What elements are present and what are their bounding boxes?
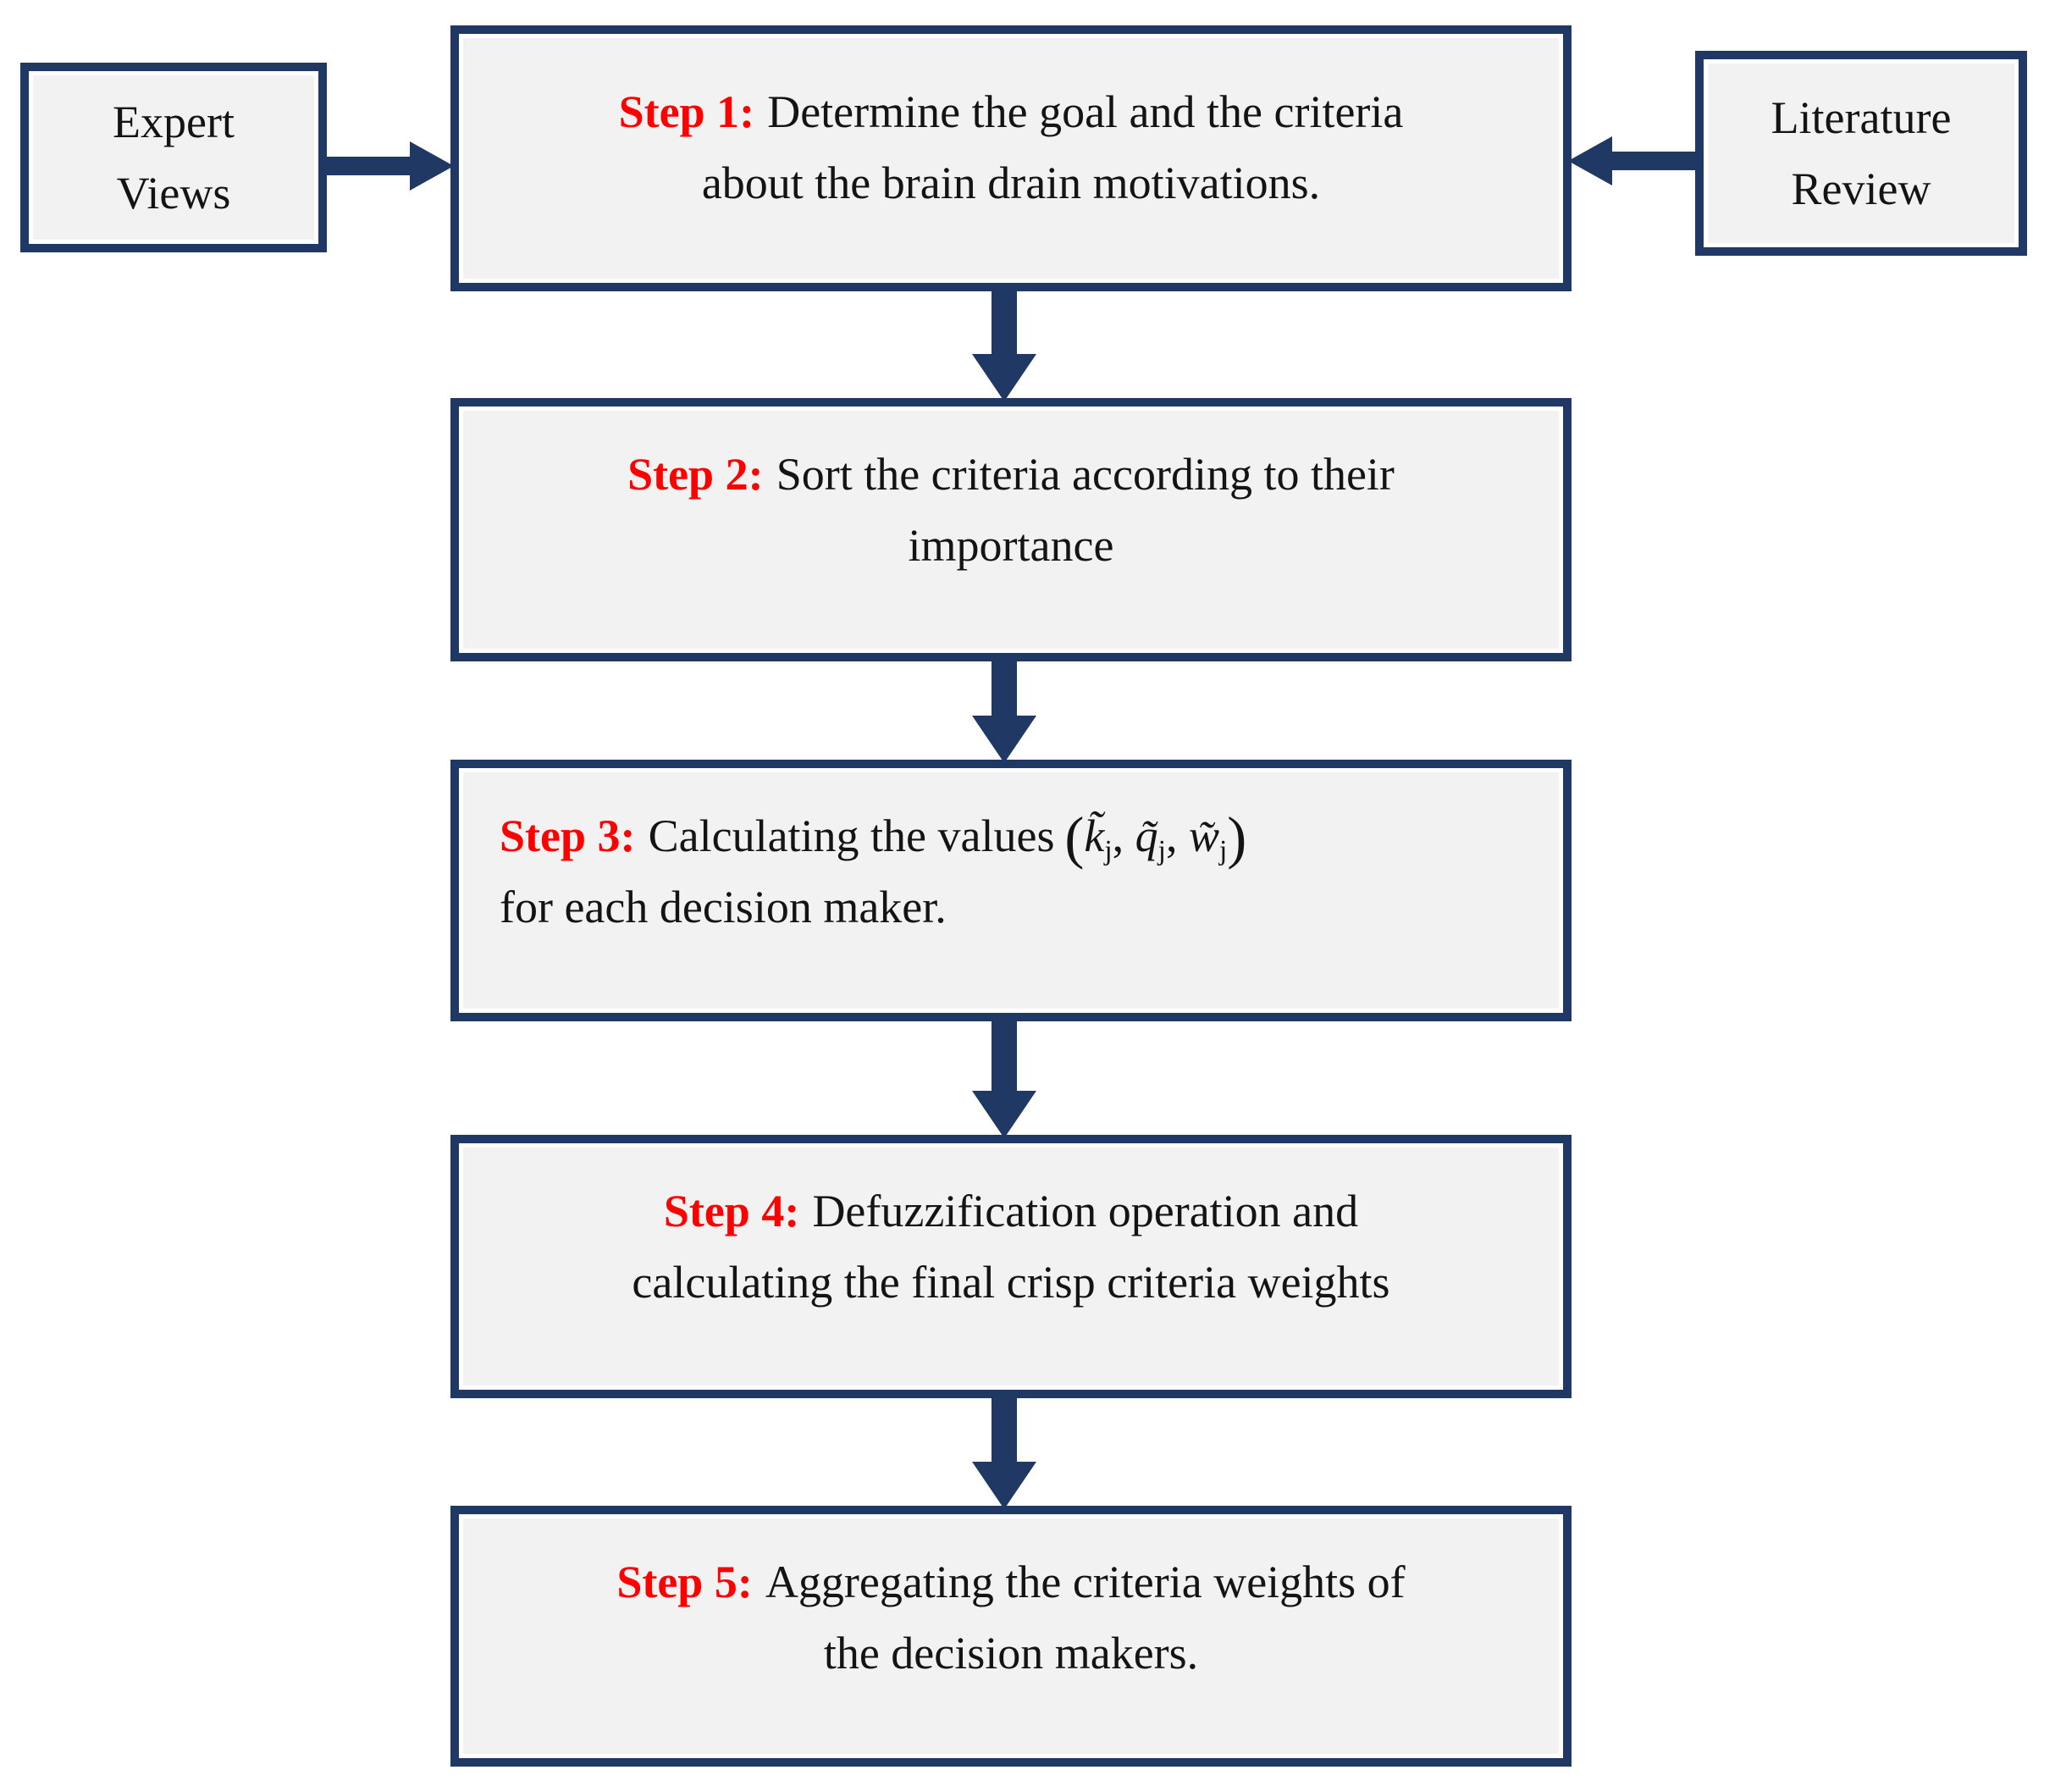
expert-views-line1: Expert: [113, 96, 235, 147]
step4-line1: Defuzzification operation and: [812, 1186, 1359, 1236]
step4-box: Step 4:Defuzzification operation and cal…: [450, 1135, 1572, 1398]
step2-label: Step 2:: [627, 449, 764, 500]
step5-label: Step 5:: [616, 1557, 753, 1607]
expert-views-box: Expert Views: [20, 63, 327, 252]
step2-line1: Sort the criteria according to their: [776, 449, 1395, 500]
arrow-step1-to-step2: [972, 291, 1036, 401]
step3-label: Step 3:: [500, 810, 636, 861]
step2-box: Step 2:Sort the criteria according to th…: [450, 398, 1572, 661]
step1-label: Step 1:: [618, 86, 755, 137]
step1-line2: about the brain drain motivations.: [701, 158, 1321, 209]
step2-text: Step 2:Sort the criteria according to th…: [459, 407, 1563, 581]
math-q-subscript: j: [1157, 835, 1166, 867]
step1-line1: Determine the goal and the criteria: [767, 86, 1404, 137]
math-k-tilde: k̃: [1084, 810, 1105, 861]
step3-text: Step 3:Calculating the values(k̃j, q̃j, …: [459, 768, 1563, 943]
step4-text: Step 4:Defuzzification operation and cal…: [459, 1143, 1563, 1318]
math-w-subscript: j: [1218, 835, 1228, 867]
math-q-tilde: q̃: [1135, 810, 1158, 861]
literature-review-line2: Review: [1791, 163, 1931, 214]
literature-review-line1: Literature: [1771, 91, 1952, 143]
step2-line2: importance: [908, 520, 1114, 572]
step3-line2: for each decision maker.: [500, 882, 947, 933]
math-close-paren: ): [1227, 804, 1247, 870]
math-separator-2: ,: [1165, 810, 1189, 861]
arrow-literature-to-step1: [1568, 136, 1699, 185]
math-separator-1: ,: [1112, 810, 1135, 861]
step3-math-expression: (k̃j, q̃j, w̃j): [1064, 808, 1246, 866]
step4-label: Step 4:: [663, 1186, 800, 1236]
step5-line2: the decision makers.: [823, 1628, 1199, 1679]
arrow-step2-to-step3: [972, 661, 1036, 763]
step3-box: Step 3:Calculating the values(k̃j, q̃j, …: [450, 760, 1572, 1021]
literature-review-box: Literature Review: [1695, 51, 2027, 256]
math-open-paren: (: [1064, 804, 1085, 870]
step5-box: Step 5:Aggregating the criteria weights …: [450, 1506, 1572, 1767]
arrow-step4-to-step5: [972, 1398, 1036, 1509]
step5-text: Step 5:Aggregating the criteria weights …: [459, 1514, 1563, 1689]
step5-line1: Aggregating the criteria weights of: [765, 1557, 1406, 1607]
arrow-step3-to-step4: [972, 1021, 1036, 1138]
math-w-tilde: w̃: [1188, 810, 1219, 861]
step3-line1: Calculating the values: [648, 810, 1055, 861]
step1-text: Step 1:Determine the goal and the criter…: [459, 34, 1563, 218]
expert-views-line2: Views: [116, 168, 231, 218]
math-k-subscript: j: [1104, 835, 1113, 867]
step4-line2: calculating the final crisp criteria wei…: [632, 1257, 1390, 1308]
step1-box: Step 1:Determine the goal and the criter…: [450, 25, 1572, 291]
arrow-expert-to-step1: [327, 141, 454, 191]
